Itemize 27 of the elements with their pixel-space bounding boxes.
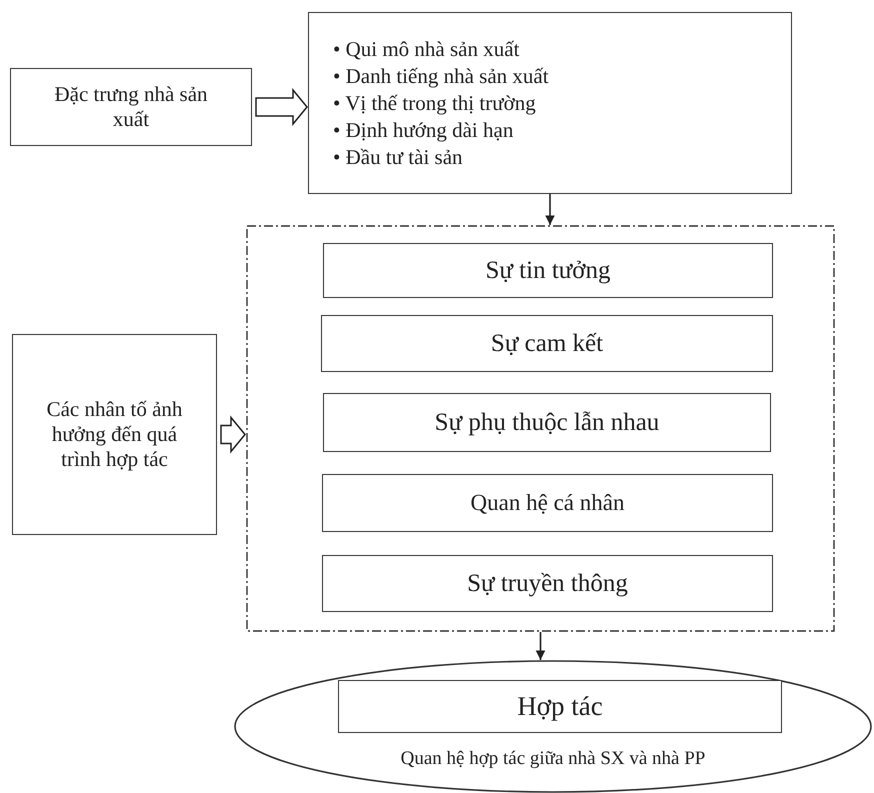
node-text: Quan hệ cá nhân (470, 489, 626, 517)
block-arrow (220, 415, 246, 454)
text-box (322, 474, 773, 532)
node-text: Sự cam kết (490, 328, 604, 358)
text-box (12, 334, 217, 535)
bullet-item: • Đầu tư tài sản (333, 144, 464, 170)
bullet-item: • Vị thế trong thị trường (333, 90, 537, 116)
node-text: Đặc trưng nhà sản xuất (53, 82, 209, 132)
text-box (338, 680, 782, 733)
node-text: Sự truyền thông (466, 568, 629, 598)
node-text: Hợp tác (516, 690, 604, 723)
node-text: Sự tin tưởng (484, 256, 612, 286)
text-box (321, 315, 773, 372)
node-text: Các nhân tố ảnh hưởng đến quá trình hợp tác (46, 396, 184, 472)
caption-text: Quan hệ hợp tác giữa nhà SX và nhà PP (400, 748, 706, 770)
bullet-item: • Định hướng dài hạn (333, 116, 514, 144)
arrow (545, 194, 555, 225)
block-arrow (255, 88, 308, 126)
text-box (322, 555, 773, 612)
text-box (323, 243, 773, 298)
arrow (536, 632, 546, 660)
bullet-item: • Qui mô nhà sản xuất (333, 36, 520, 62)
bullet-item: • Danh tiếng nhà sản xuất (333, 62, 549, 90)
text-box (323, 393, 771, 452)
text-box (10, 68, 252, 146)
node-text: Sự phụ thuộc lẫn nhau (434, 408, 660, 438)
bullet-list-box (308, 12, 792, 194)
